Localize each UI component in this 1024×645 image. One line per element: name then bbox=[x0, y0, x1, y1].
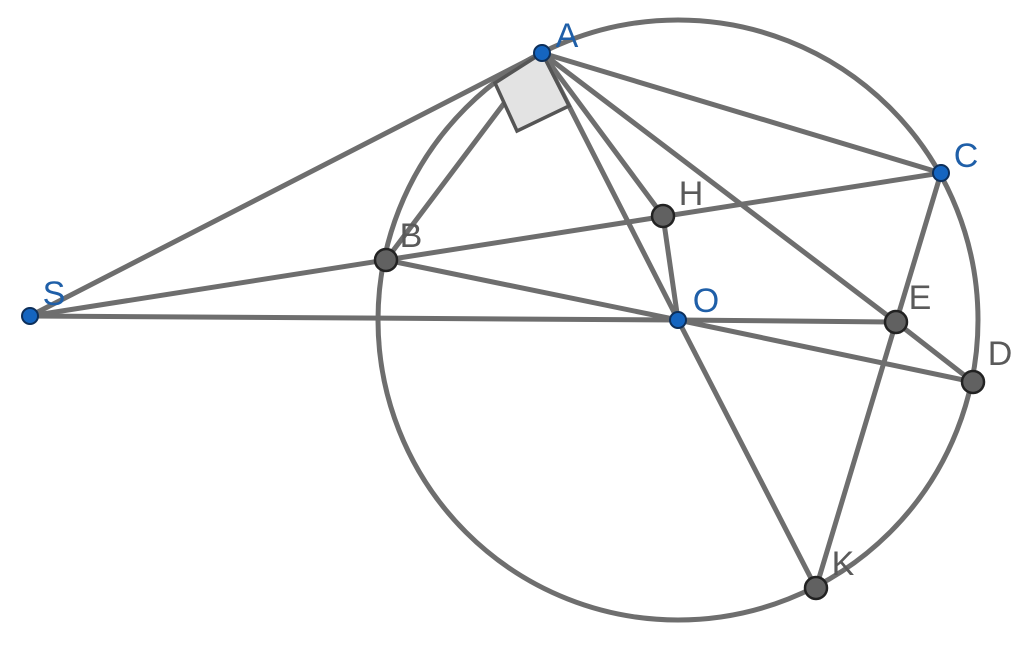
segment-ae bbox=[539, 50, 899, 325]
segment-ah bbox=[539, 50, 666, 219]
point-c[interactable] bbox=[932, 164, 950, 182]
label-a: A bbox=[556, 17, 579, 55]
segments-group bbox=[27, 50, 976, 591]
right-angle-marker bbox=[492, 50, 572, 134]
segment-ac bbox=[539, 50, 944, 176]
labels-group: A B C D E H K O S bbox=[43, 17, 1013, 583]
segment-so bbox=[27, 313, 681, 323]
segment-bo bbox=[383, 257, 681, 323]
label-d: D bbox=[988, 335, 1013, 373]
label-o: O bbox=[693, 282, 719, 320]
point-e[interactable] bbox=[883, 309, 909, 335]
label-e: E bbox=[909, 279, 932, 317]
segment-sb bbox=[27, 257, 389, 319]
segment-sa bbox=[27, 50, 545, 319]
point-k[interactable] bbox=[803, 575, 829, 601]
label-k: K bbox=[832, 545, 855, 583]
point-d[interactable] bbox=[960, 369, 986, 395]
point-a[interactable] bbox=[533, 44, 551, 62]
point-s[interactable] bbox=[21, 307, 39, 325]
segment-ed bbox=[893, 319, 976, 385]
segment-ck bbox=[813, 170, 944, 591]
segment-od bbox=[675, 317, 976, 385]
label-h: H bbox=[679, 175, 704, 213]
point-h[interactable] bbox=[650, 203, 676, 229]
segment-oe bbox=[675, 317, 899, 325]
label-s: S bbox=[43, 275, 66, 313]
segment-ho bbox=[660, 213, 681, 323]
points-group bbox=[21, 44, 986, 601]
point-o[interactable] bbox=[669, 311, 687, 329]
label-c: C bbox=[954, 137, 979, 175]
label-b: B bbox=[400, 217, 423, 255]
segment-ok bbox=[675, 317, 819, 591]
point-b[interactable] bbox=[373, 247, 399, 273]
